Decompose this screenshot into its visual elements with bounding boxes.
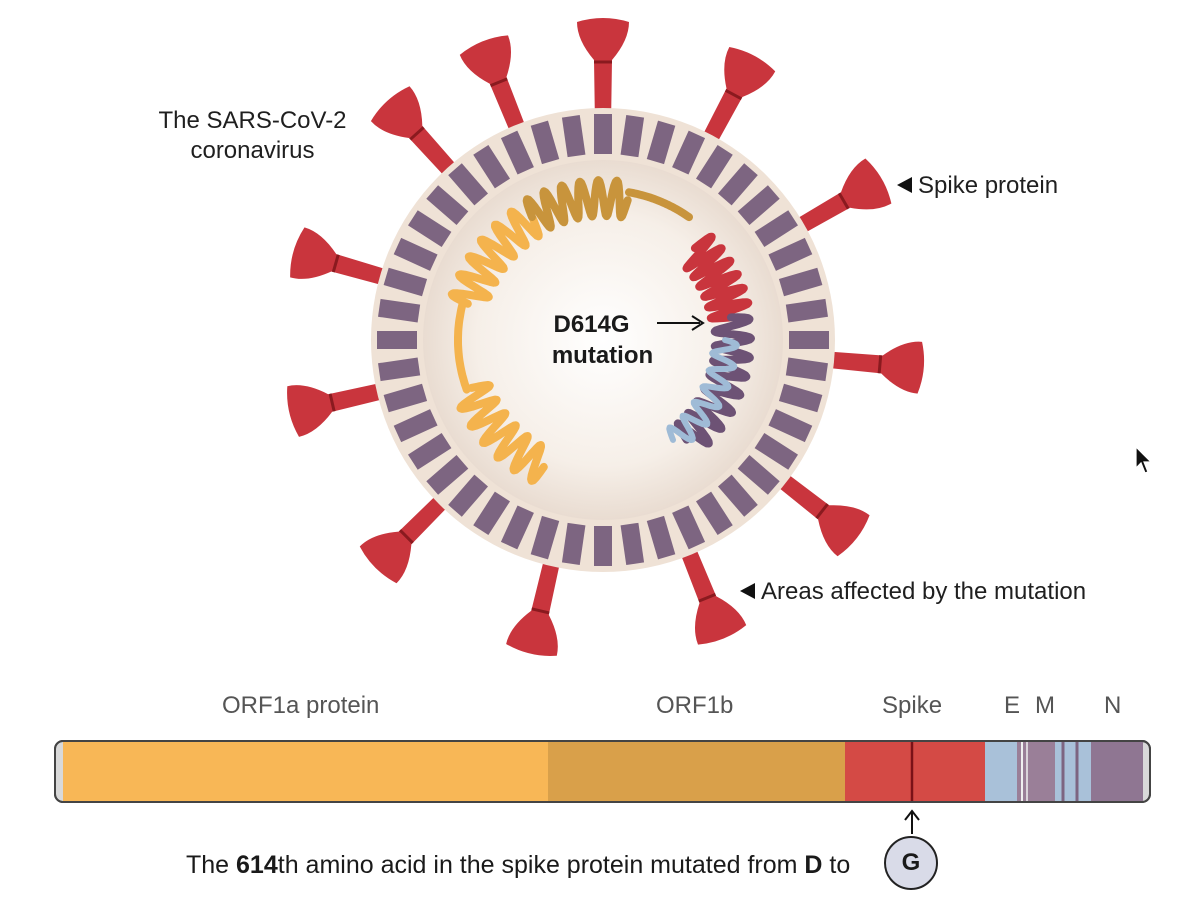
gene-label-orf1a: ORF1a protein xyxy=(222,692,380,719)
segment-spike xyxy=(845,742,985,801)
membrane-block xyxy=(378,298,421,323)
membrane-block xyxy=(646,515,676,560)
membrane-block xyxy=(473,145,511,189)
membrane-block xyxy=(561,115,586,158)
spike-protein-label: Spike protein xyxy=(897,171,1058,201)
spike-protein xyxy=(767,466,870,557)
pointer-left-icon xyxy=(897,176,912,193)
membrane-block xyxy=(594,526,612,566)
membrane-block xyxy=(754,432,798,470)
membrane-block xyxy=(378,357,421,382)
mutation-word: mutation xyxy=(551,342,654,369)
membrane-block xyxy=(448,163,488,206)
membrane-block xyxy=(393,409,438,443)
spike-protein xyxy=(676,536,747,645)
membrane-block xyxy=(377,331,417,349)
spike-protein xyxy=(816,341,925,394)
membrane-block xyxy=(778,383,823,413)
spike-protein xyxy=(287,380,396,437)
spike-protein xyxy=(459,35,530,144)
spike-protein xyxy=(577,18,629,125)
membrane-block xyxy=(718,474,758,517)
areas-affected-label: Areas affected by the mutation xyxy=(740,577,1086,607)
rna-strand xyxy=(447,176,755,485)
membrane-block xyxy=(737,455,780,495)
segment-m xyxy=(1017,742,1055,801)
membrane-block xyxy=(448,474,488,517)
membrane-block xyxy=(530,515,560,560)
gene-label-m: M xyxy=(1035,692,1055,719)
membrane-block xyxy=(500,505,534,550)
membrane-block xyxy=(500,130,534,175)
membrane-block xyxy=(530,120,560,165)
membrane-block xyxy=(785,357,828,382)
membrane-block xyxy=(594,114,612,154)
mouse-cursor-icon xyxy=(1135,446,1153,474)
amino-acid-position: 614 xyxy=(236,851,278,879)
genome-bar xyxy=(54,740,1151,834)
membrane-block xyxy=(646,120,676,165)
gene-label-n: N xyxy=(1104,692,1122,719)
membrane-block xyxy=(785,298,828,323)
membrane-block xyxy=(561,522,586,565)
membrane-block xyxy=(672,130,706,175)
virus-title: The SARS-CoV-2 coronavirus xyxy=(158,107,347,164)
membrane-block xyxy=(473,491,511,535)
membrane-block xyxy=(426,455,469,495)
membrane-block xyxy=(393,237,438,271)
membrane-block xyxy=(672,505,706,550)
membrane-block xyxy=(383,267,428,297)
membrane-block xyxy=(768,409,813,443)
membrane-block xyxy=(789,331,829,349)
membrane-block xyxy=(408,210,452,248)
mutation-name: D614G xyxy=(553,311,630,338)
membrane-block xyxy=(718,163,758,206)
segment-orf-small xyxy=(1055,742,1091,801)
membrane-block xyxy=(383,383,428,413)
spike-protein xyxy=(506,547,563,656)
membrane-proteins xyxy=(377,114,829,566)
spike-proteins xyxy=(287,18,925,656)
mutation-arrow xyxy=(657,315,705,331)
membrane-block xyxy=(408,432,452,470)
membrane-block xyxy=(695,145,733,189)
spike-protein xyxy=(785,158,892,240)
membrane-block xyxy=(620,522,645,565)
mutation-caption: The 614th amino acid in the spike protei… xyxy=(186,851,851,879)
mutation-label: D614G mutation xyxy=(520,309,685,371)
membrane-block xyxy=(754,210,798,248)
membrane-block xyxy=(426,185,469,225)
segment-orf1b xyxy=(548,742,845,801)
membrane-block xyxy=(695,491,733,535)
membrane-block xyxy=(768,237,813,271)
segment-n xyxy=(1091,742,1143,801)
spike-protein xyxy=(359,486,457,584)
membrane-block xyxy=(778,267,823,297)
spike-protein xyxy=(370,86,466,186)
spike-protein xyxy=(290,227,399,289)
gene-label-orf1b: ORF1b xyxy=(656,692,734,719)
original-amino-acid: D xyxy=(804,851,823,879)
mutated-amino-acid-badge: G xyxy=(884,836,938,890)
gene-label-spike: Spike xyxy=(882,692,943,719)
segment-orf1a xyxy=(63,742,548,801)
membrane-block xyxy=(620,115,645,158)
gene-label-e: E xyxy=(1004,692,1021,719)
segment-e xyxy=(985,742,1017,801)
spike-protein xyxy=(696,47,776,154)
pointer-left-icon xyxy=(740,582,755,599)
membrane-block xyxy=(737,185,780,225)
